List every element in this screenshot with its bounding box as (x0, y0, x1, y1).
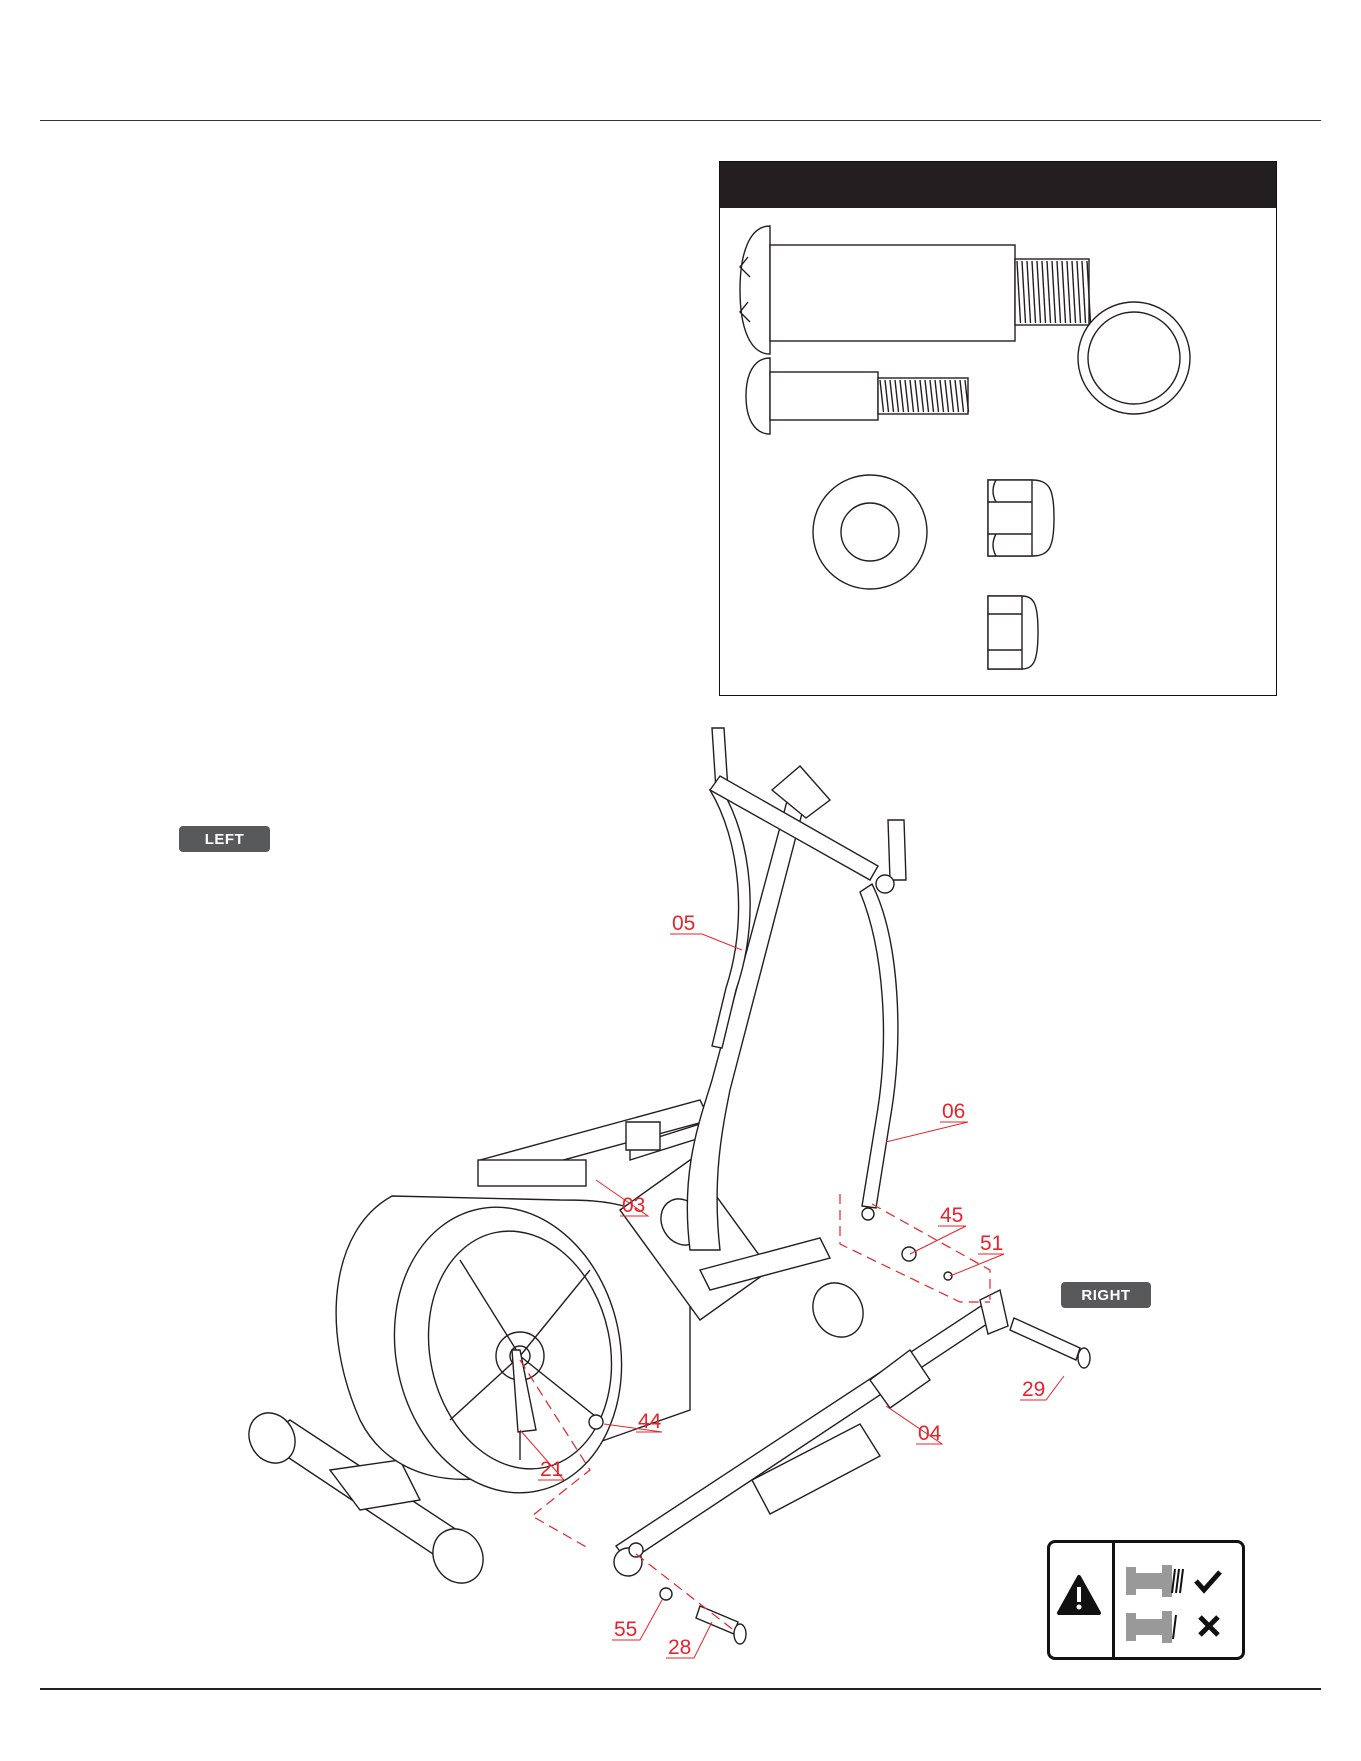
svg-text:51: 51 (980, 1232, 1003, 1255)
callout-55: 55 (612, 1600, 662, 1641)
callout-45: 45 (910, 1204, 966, 1254)
checkmark-icon (1196, 1572, 1220, 1590)
callout-04: 04 (886, 1406, 942, 1445)
correct-bolt-icon (1126, 1565, 1183, 1597)
callout-28: 28 (666, 1622, 712, 1659)
svg-text:06: 06 (942, 1100, 965, 1123)
svg-text:29: 29 (1022, 1378, 1045, 1401)
warning-graphics (1050, 1543, 1248, 1663)
cross-icon (1200, 1617, 1218, 1635)
svg-text:45: 45 (940, 1204, 963, 1227)
callout-51: 51 (950, 1232, 1004, 1276)
svg-text:21: 21 (540, 1458, 563, 1481)
right-handlebar (860, 820, 906, 1220)
svg-text:05: 05 (672, 912, 695, 935)
incorrect-bolt-icon (1126, 1611, 1176, 1643)
svg-text:55: 55 (614, 1618, 637, 1641)
callout-06: 06 (886, 1100, 968, 1142)
svg-text:28: 28 (668, 1636, 691, 1659)
callout-29: 29 (1020, 1376, 1064, 1401)
bolt-tightening-warning (1047, 1540, 1245, 1660)
warning-triangle-icon (1059, 1577, 1099, 1613)
callout-05: 05 (670, 912, 742, 950)
